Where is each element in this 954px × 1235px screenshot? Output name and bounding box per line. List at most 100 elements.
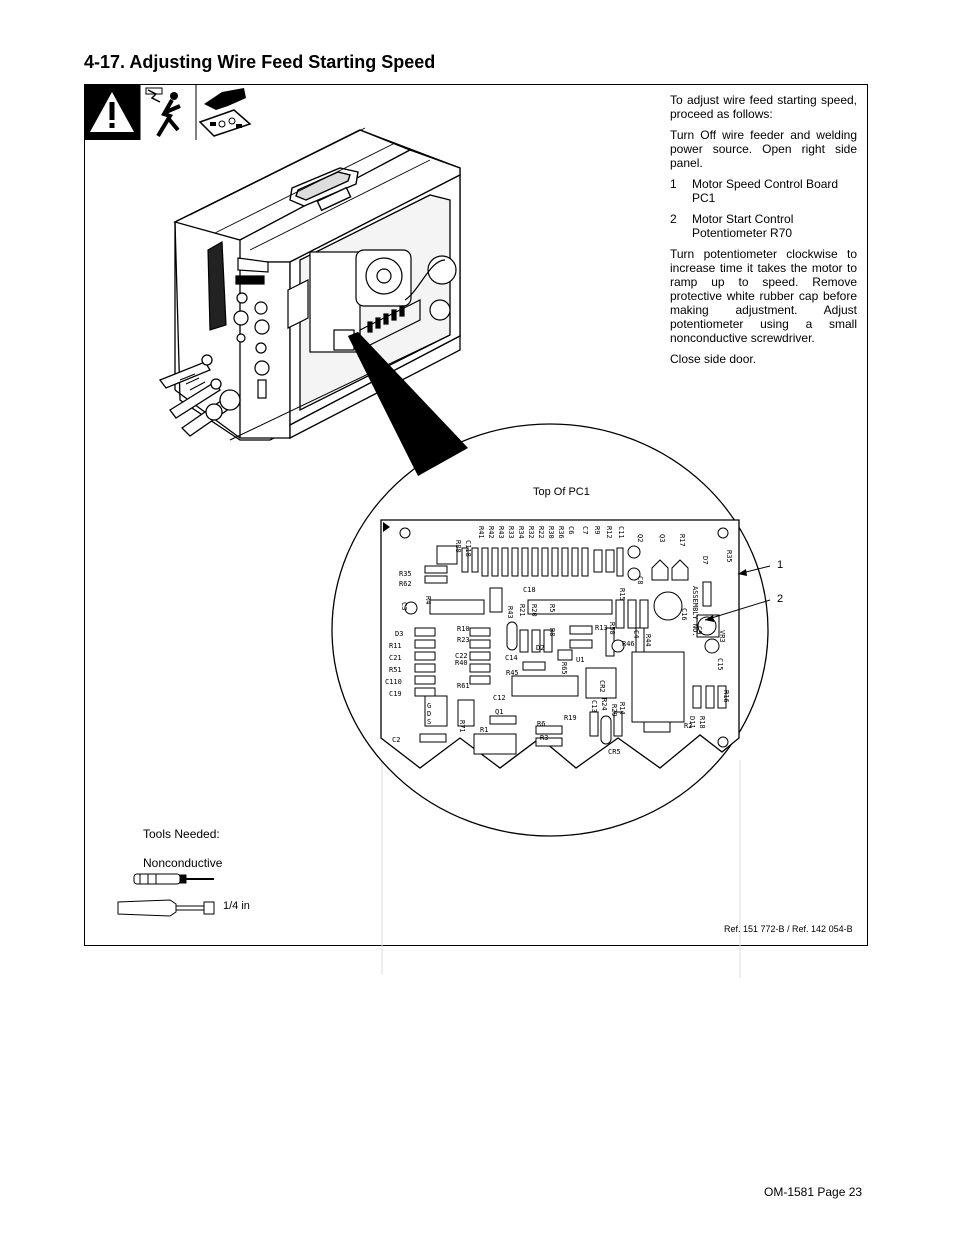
svg-text:C2: C2 [392,736,400,744]
svg-text:R24: R24 [600,698,608,711]
tools-needed-label: Tools Needed: [143,827,220,841]
page-footer: OM-1581 Page 23 [764,1185,863,1199]
warning-symbols [84,84,252,140]
svg-text:R2: R2 [684,722,692,730]
svg-text:C8: C8 [636,576,644,584]
carry-handle [289,167,359,212]
svg-text:R45: R45 [506,669,519,677]
svg-text:R15: R15 [618,588,626,601]
svg-text:R3: R3 [540,734,548,742]
internal-components [287,249,457,353]
svg-text:R51: R51 [389,666,402,674]
svg-text:VR3: VR3 [718,630,726,643]
svg-text:C18: C18 [523,586,536,594]
svg-text:R44: R44 [644,634,652,647]
figure-reference: Ref. 151 772-B / Ref. 142 054-B [724,924,853,934]
svg-text:R4: R4 [424,596,432,604]
svg-text:R29: R29 [610,704,618,717]
svg-text:R34: R34 [517,526,525,539]
pcb-title-label: Top Of PC1 [533,486,590,498]
svg-text:C14: C14 [505,654,518,662]
figure-frame [84,84,868,946]
svg-text:D11: D11 [688,716,696,729]
svg-text:R71: R71 [458,720,466,733]
step-paragraph: Turn potentiometer clockwise to increase… [670,247,857,345]
svg-text:S: S [427,718,431,726]
pcb-silkscreen: R35 R62 D3 R11 C21 R51 C110 C19 R10 R23 … [385,526,733,756]
svg-text:R18: R18 [698,716,706,729]
svg-text:C9: C9 [695,626,703,634]
svg-text:R46: R46 [622,640,635,648]
svg-text:C4: C4 [632,630,640,638]
svg-text:R80: R80 [454,540,462,553]
list-item: 1 Motor Speed Control Board PC1 [670,177,857,205]
svg-text:Q3: Q3 [658,534,666,542]
item-number: 2 [670,212,677,226]
svg-text:R43: R43 [497,526,505,539]
item-text: Motor Speed Control Board PC1 [692,177,839,205]
svg-text:R40: R40 [455,659,468,667]
svg-text:R10: R10 [457,625,470,633]
item-number: 1 [670,177,677,191]
electric-shock-icon [145,87,181,138]
svg-text:C11: C11 [617,526,625,539]
svg-text:R1: R1 [480,726,488,734]
screwdriver-icon [133,873,214,885]
svg-text:C7: C7 [581,526,589,534]
svg-text:CR2: CR2 [598,680,606,693]
svg-text:C118: C118 [464,540,472,557]
svg-text:R65: R65 [560,662,568,675]
svg-text:R23: R23 [457,636,470,644]
svg-text:ASSEMBLY NO.: ASSEMBLY NO. [691,586,699,637]
svg-text:C16: C16 [680,608,688,621]
svg-text:R22: R22 [537,526,545,539]
cable-connectors [158,354,241,437]
svg-text:R12: R12 [605,526,613,539]
svg-text:R8: R8 [548,628,556,636]
intro-paragraph: To adjust wire feed starting speed, proc… [670,93,857,121]
screwdriver-label: Nonconductive [143,856,223,870]
svg-text:R61: R61 [457,682,470,690]
svg-text:R16: R16 [722,690,730,703]
svg-text:D7: D7 [701,556,709,564]
svg-text:R35: R35 [725,550,733,563]
svg-text:C6: C6 [567,526,575,534]
svg-text:R32: R32 [527,526,535,539]
hand-on-board-icon [198,88,252,137]
top-ridges [189,127,431,251]
svg-text:R35: R35 [399,570,412,578]
svg-text:R9: R9 [593,526,601,534]
svg-text:G: G [427,702,431,710]
svg-text:R21: R21 [518,604,526,617]
svg-text:R6: R6 [537,720,545,728]
svg-text:R20: R20 [530,604,538,617]
svg-text:R41: R41 [477,526,485,539]
svg-text:R42: R42 [487,526,495,539]
step-paragraph: Close side door. [670,352,757,366]
svg-text:C3: C3 [400,602,408,610]
svg-text:Q2: Q2 [636,534,644,542]
svg-text:R17: R17 [678,534,686,547]
svg-text:R5: R5 [548,604,556,612]
pcb-components [404,545,727,755]
svg-text:C110: C110 [385,678,402,686]
section-title: 4-17. Adjusting Wire Feed Starting Speed [84,52,436,72]
svg-text:R30: R30 [547,526,555,539]
svg-text:C21: C21 [389,654,402,662]
svg-text:C13: C13 [590,700,598,713]
svg-text:C12: C12 [493,694,506,702]
svg-text:C22: C22 [455,652,468,660]
svg-text:R43: R43 [506,606,514,619]
svg-text:C15: C15 [716,658,724,671]
nut-driver-icon [117,899,215,917]
svg-text:R62: R62 [399,580,412,588]
svg-text:R33: R33 [507,526,515,539]
wire-feeder-illustration: R35 R62 D3 R11 C21 R51 C110 C19 R10 R23 … [117,127,771,978]
front-panel [207,240,270,399]
step-paragraph: Turn Off wire feeder and welding power s… [670,128,857,170]
svg-text:D: D [427,710,431,718]
svg-text:R50: R50 [608,622,616,635]
instructions: To adjust wire feed starting speed, proc… [670,93,857,373]
svg-text:U1: U1 [576,656,584,664]
item-text: Motor Start Control Potentiometer R70 [692,212,794,240]
